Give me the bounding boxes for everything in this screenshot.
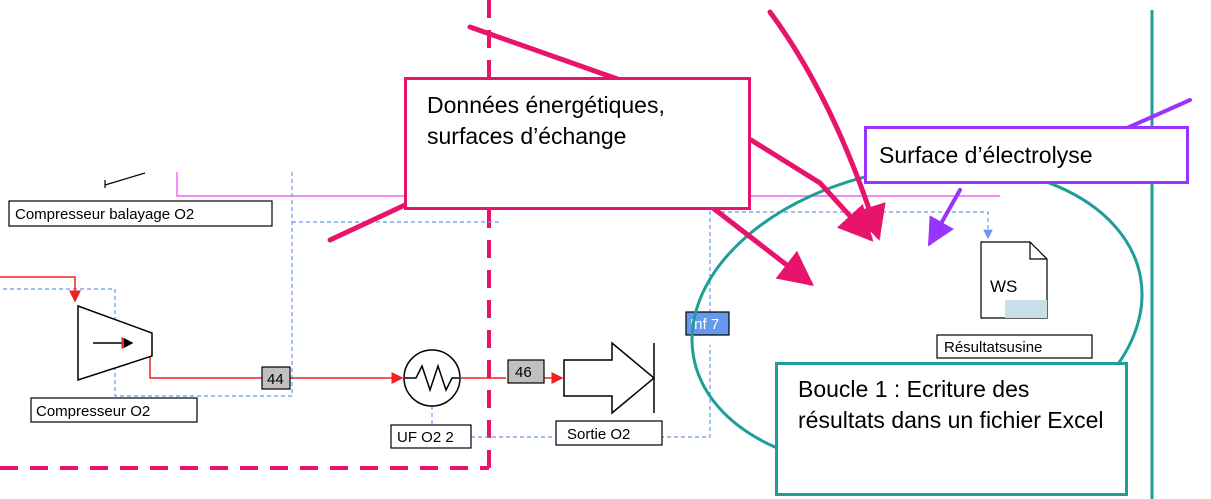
compresseur-o2-label: Compresseur O2 [36, 403, 150, 420]
uf-o2-2-label: UF O2 2 [397, 429, 454, 446]
sortie-o2-label: Sortie O2 [567, 426, 630, 443]
energy-arrows [327, 9, 886, 287]
stream-44-box[interactable] [261, 366, 291, 390]
uf-o2-2-box[interactable] [390, 424, 472, 449]
callout-energy-data: Données énergétiques, surfaces d’échange [404, 77, 751, 210]
callout-loop-text: Boucle 1 : Ecriture des résultats dans u… [798, 376, 1104, 433]
stream-46-label: 46 [515, 364, 532, 381]
sortie-o2-icon[interactable] [563, 341, 656, 415]
stream-46-box[interactable] [507, 359, 545, 384]
callout-energy-text: Données énergétiques, surfaces d’échange [427, 92, 665, 149]
callout-electrolysis-surface: Surface d’électrolyse [864, 126, 1189, 184]
inf7-label: Inf 7 [690, 316, 719, 333]
compressor-o2-icon[interactable] [77, 304, 153, 382]
stream-44-label: 44 [267, 371, 284, 388]
sortie-o2-box[interactable] [555, 420, 663, 446]
process-flows [0, 276, 564, 384]
inf7-box[interactable] [685, 311, 730, 336]
callout-loop-excel: Boucle 1 : Ecriture des résultats dans u… [775, 362, 1128, 496]
compresseur-balayage-box[interactable] [8, 200, 273, 227]
compresseur-balayage-label: Compresseur balayage O2 [15, 206, 194, 223]
heat-exchanger-icon[interactable] [403, 349, 461, 407]
resultats-box[interactable] [936, 334, 1093, 359]
excel-document-icon[interactable]: WS [980, 241, 1048, 319]
resultats-label: Résultatsusine [944, 339, 1042, 356]
callout-surface-text: Surface d’électrolyse [879, 142, 1093, 168]
compressor-balayage-icon [104, 172, 146, 186]
compresseur-o2-box[interactable] [30, 397, 198, 423]
ws-icon-label: WS [990, 277, 1017, 296]
